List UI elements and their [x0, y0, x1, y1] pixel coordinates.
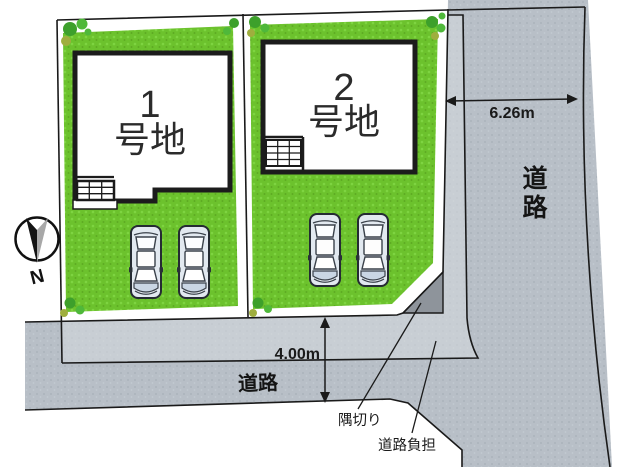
building-2-porch-grid	[265, 139, 302, 167]
lot-2-label-suffix: 号地	[308, 101, 380, 142]
building-1	[72, 50, 233, 210]
car-lot2-left	[307, 213, 343, 287]
lot-2-label-number: 2	[333, 67, 354, 109]
north-needle-light	[37, 218, 48, 263]
north-needle-dark	[26, 218, 37, 263]
compass-north-label: N	[28, 266, 46, 290]
shrub-cluster-lot1-topleft	[61, 18, 92, 46]
bottom-road-label: 道路	[238, 370, 280, 395]
dimension-right-road-value: 6.26m	[489, 105, 534, 122]
boundary-lines	[24, 6, 611, 467]
shrub-cluster-divider-top	[223, 16, 270, 37]
lot-1-label-number: 1	[139, 84, 160, 126]
shrub-cluster-lot2-bottomleft	[249, 297, 272, 317]
car-lot2-right	[355, 213, 391, 287]
car-lot1-right	[176, 225, 212, 299]
corner-cut-label: 隅切り	[338, 412, 382, 429]
right-road-label: 道路	[519, 165, 547, 223]
annotation-leader-lines	[357, 302, 437, 434]
dimension-bottom-road-value: 4.00m	[275, 346, 320, 363]
lot-1-label-suffix: 号地	[114, 119, 186, 160]
compass: N	[14, 216, 60, 290]
building-2	[260, 39, 418, 175]
dimension-right-road	[445, 94, 578, 106]
shrub-cluster-lot2-topright	[426, 12, 446, 40]
road-burden-label: 道路負担	[378, 437, 436, 454]
building-1-porch-grid	[75, 179, 116, 202]
road-burden-area	[62, 15, 478, 363]
shrub-cluster-lot1-bottomleft	[60, 297, 85, 317]
dimension-bottom-road	[320, 317, 330, 403]
car-lot1-left	[128, 225, 164, 299]
